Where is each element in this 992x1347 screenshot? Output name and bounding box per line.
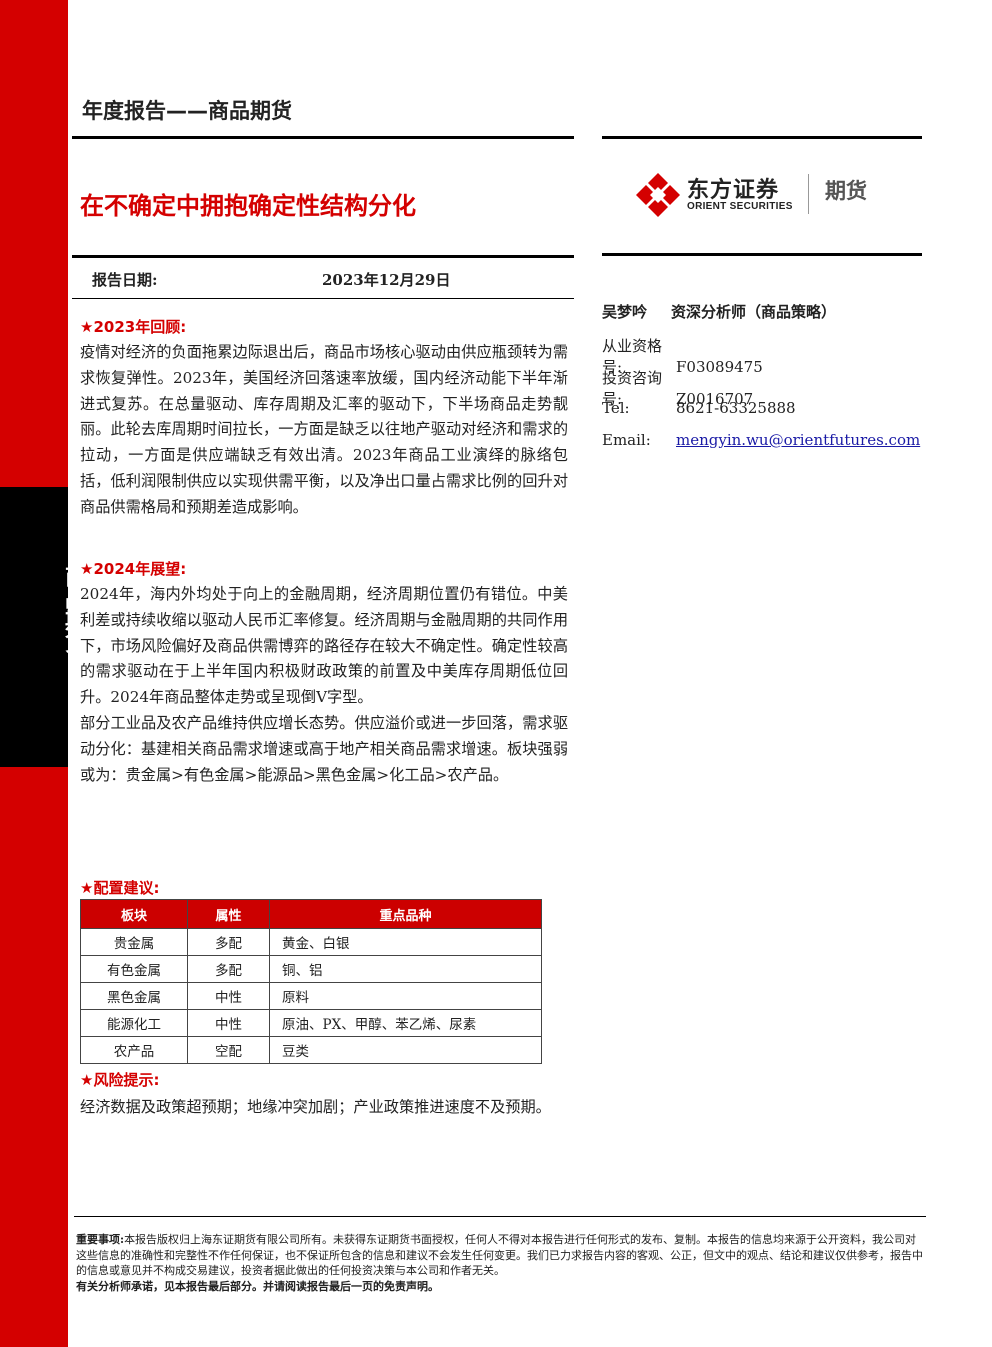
email-link[interactable]: mengyin.wu@orientfutures.com bbox=[676, 431, 921, 449]
disclaimer-text: 本报告版权归上海东证期货有限公司所有。未获得东证期货书面授权，任何人不得对本报告… bbox=[76, 1233, 923, 1277]
table-header-cell: 重点品种 bbox=[269, 899, 542, 929]
header-rule bbox=[72, 136, 574, 139]
disclaimer-note: 有关分析师承诺，见本报告最后部分。并请阅读报告最后一页的免责声明。 bbox=[76, 1279, 439, 1293]
table-cell-varieties: 豆类 bbox=[269, 1036, 542, 1064]
logo-separator bbox=[808, 174, 809, 214]
risk-heading: ★风险提示: bbox=[80, 1071, 160, 1089]
table-cell-sector: 黑色金属 bbox=[80, 982, 188, 1010]
table-cell-sector: 贵金属 bbox=[80, 928, 188, 956]
logo-name-en: ORIENT SECURITIES bbox=[687, 201, 793, 212]
allocation-table: 板块 属性 重点品种 贵金属 多配 黄金、白银 有色金属 多配 铜、铝 黑色金属… bbox=[80, 899, 542, 1064]
table-cell-sector: 能源化工 bbox=[80, 1009, 188, 1037]
table-cell-stance: 多配 bbox=[187, 955, 270, 983]
table-cell-varieties: 黄金、白银 bbox=[269, 928, 542, 956]
table-header-cell: 属性 bbox=[187, 899, 270, 929]
table-cell-sector: 有色金属 bbox=[80, 955, 188, 983]
report-type: 年度报告——商品期货 bbox=[82, 99, 292, 123]
logo-bottom-rule bbox=[602, 253, 922, 256]
outlook-heading: ★2024年展望: bbox=[80, 560, 187, 578]
disclaimer-label: 重要事项: bbox=[76, 1233, 125, 1246]
star-icon: ★ bbox=[80, 1071, 94, 1089]
table-header-row: 板块 属性 重点品种 bbox=[80, 899, 542, 929]
table-cell-stance: 空配 bbox=[187, 1036, 270, 1064]
disclaimer: 重要事项:本报告版权归上海东证期货有限公司所有。未获得东证期货书面授权，任何人不… bbox=[76, 1232, 926, 1294]
logo-top-rule bbox=[602, 136, 922, 139]
tel-row: Tel: 8621-63325888 bbox=[602, 399, 796, 417]
sidebar-category-label: 商品期货 bbox=[61, 565, 86, 653]
qualification-label: 从业资格号: bbox=[602, 337, 663, 376]
company-logo: 东方证券 ORIENT SECURITIES 期货 bbox=[635, 170, 890, 220]
report-date: 2023年12月29日 bbox=[322, 271, 451, 289]
table-header-cell: 板块 bbox=[80, 899, 188, 929]
analyst-heading: 吴梦吟 资深分析师（商品策略） bbox=[602, 301, 836, 322]
table-row: 有色金属 多配 铜、铝 bbox=[80, 955, 542, 983]
table-cell-varieties: 铜、铝 bbox=[269, 955, 542, 983]
date-rule bbox=[72, 298, 574, 299]
outlook-body-2: 部分工业品及农产品维持供应增长态势。供应溢价或进一步回落，需求驱动分化：基建相关… bbox=[80, 713, 568, 784]
table-cell-stance: 中性 bbox=[187, 982, 270, 1010]
risk-body: 经济数据及政策超预期；地缘冲突加剧；产业政策推进速度不及预期。 bbox=[80, 1098, 551, 1116]
review-section: ★2023年回顾: 疫情对经济的负面拖累边际退出后，商品市场核心驱动由供应瓶颈转… bbox=[80, 316, 568, 521]
consult-value: Z0016707 bbox=[676, 390, 754, 408]
orient-logo-icon bbox=[636, 173, 680, 217]
email-row: Email: mengyin.wu@orientfutures.com bbox=[602, 431, 920, 449]
star-icon: ★ bbox=[80, 879, 94, 897]
logo-name: 东方证券 bbox=[687, 178, 780, 203]
star-icon: ★ bbox=[80, 318, 94, 336]
outlook-body-1: 2024年，海内外均处于向上的金融周期，经济周期位置仍有错位。中美利差或持续收缩… bbox=[80, 585, 568, 707]
page-title: 在不确定中拥抱确定性结构分化 bbox=[80, 192, 416, 220]
table-cell-sector: 农产品 bbox=[80, 1036, 188, 1064]
table-row: 贵金属 多配 黄金、白银 bbox=[80, 928, 542, 956]
qualification-row: 从业资格号: F03089475 bbox=[602, 335, 763, 377]
analyst-role: 资深分析师（商品策略） bbox=[671, 303, 837, 321]
email-label: Email: bbox=[602, 431, 651, 449]
title-rule bbox=[72, 255, 574, 258]
table-cell-stance: 多配 bbox=[187, 928, 270, 956]
table-row: 黑色金属 中性 原料 bbox=[80, 982, 542, 1010]
analyst-name: 吴梦吟 bbox=[602, 303, 648, 321]
logo-subtitle: 期货 bbox=[825, 179, 867, 203]
table-cell-stance: 中性 bbox=[187, 1009, 270, 1037]
review-heading: ★2023年回顾: bbox=[80, 318, 187, 336]
qualification-value: F03089475 bbox=[676, 358, 763, 376]
tel-value: 8621-63325888 bbox=[676, 399, 796, 417]
review-body: 疫情对经济的负面拖累边际退出后，商品市场核心驱动由供应瓶颈转为需求恢复弹性。20… bbox=[80, 343, 568, 516]
table-cell-varieties: 原料 bbox=[269, 982, 542, 1010]
table-row: 能源化工 中性 原油、PX、甲醇、苯乙烯、尿素 bbox=[80, 1009, 542, 1037]
star-icon: ★ bbox=[80, 560, 94, 578]
outlook-section: ★2024年展望: 2024年，海内外均处于向上的金融周期，经济周期位置仍有错位… bbox=[80, 558, 568, 788]
date-label: 报告日期: bbox=[92, 271, 158, 289]
allocation-heading-wrap: ★配置建议: bbox=[80, 877, 568, 898]
footer-rule bbox=[74, 1216, 926, 1217]
table-row: 农产品 空配 豆类 bbox=[80, 1036, 542, 1064]
consult-label: 投资咨询号: bbox=[602, 369, 663, 408]
risk-section: ★风险提示: 经济数据及政策超预期；地缘冲突加剧；产业政策推进速度不及预期。 bbox=[80, 1069, 568, 1121]
tel-label: Tel: bbox=[602, 399, 630, 417]
table-cell-varieties: 原油、PX、甲醇、苯乙烯、尿素 bbox=[269, 1009, 542, 1037]
consult-row: 投资咨询号: Z0016707 bbox=[602, 367, 753, 409]
sidebar-black-block bbox=[0, 487, 68, 767]
allocation-heading: ★配置建议: bbox=[80, 879, 160, 897]
